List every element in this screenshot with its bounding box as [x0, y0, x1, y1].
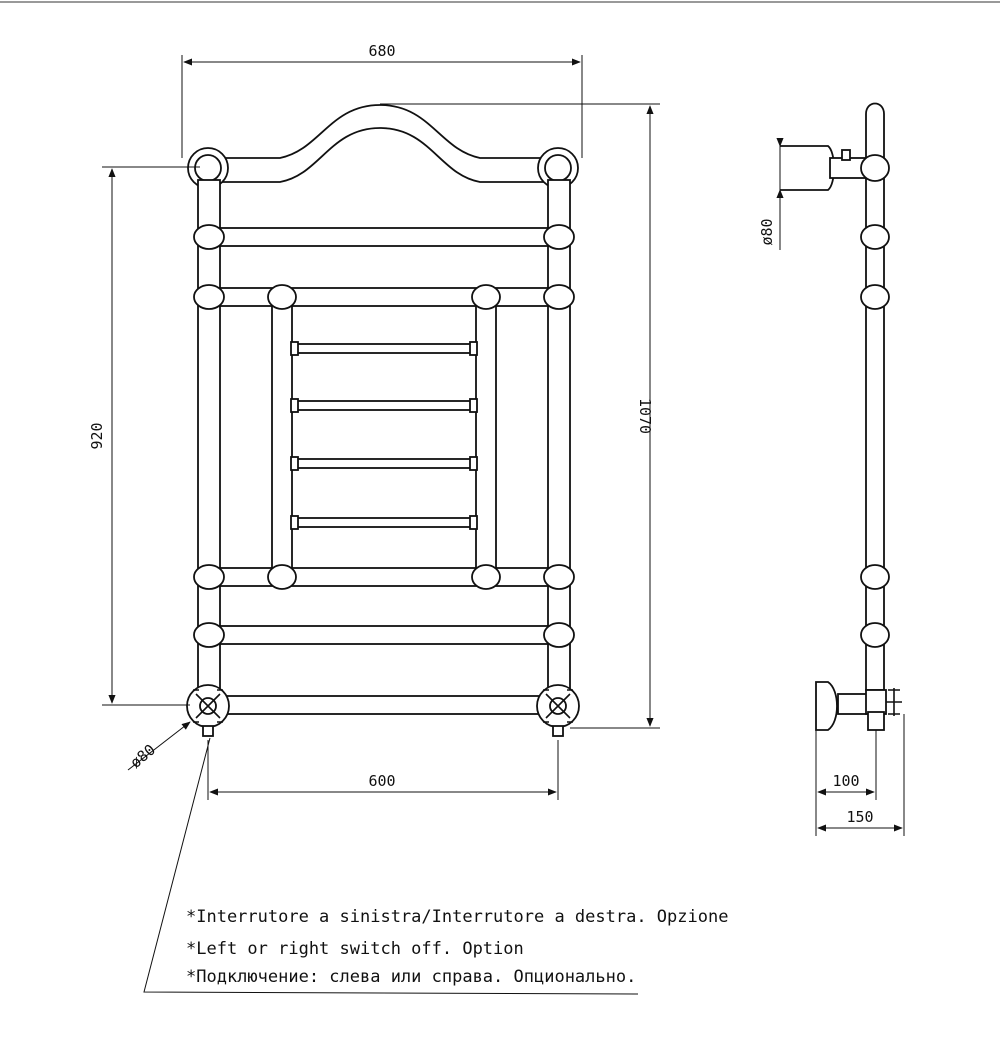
outer-joint-knobs	[193, 224, 575, 648]
inner-left-post	[271, 291, 293, 583]
dim-920-label: 920	[88, 422, 106, 449]
inner-right-post	[475, 291, 497, 583]
note-english: *Left or right switch off. Option	[186, 939, 524, 959]
note-leader-line	[143, 737, 639, 995]
notes: *Interrutore a sinistra/Interrutore a de…	[186, 907, 728, 987]
side-knobs	[860, 224, 890, 648]
side-bottom-valve	[815, 681, 902, 731]
right-outer-post	[547, 179, 571, 701]
side-main-tube	[865, 102, 885, 691]
dim-side-diameter-label: ø80	[758, 218, 776, 245]
dimension-600: 600	[207, 740, 559, 800]
dimension-100: 100	[815, 730, 877, 836]
note-italian: *Interrutore a sinistra/Interrutore a de…	[186, 907, 728, 927]
dim-100-label: 100	[832, 772, 859, 790]
outer-bar-1	[217, 227, 551, 247]
dimension-150: 150	[817, 714, 905, 836]
dimension-1070: 1070	[380, 103, 660, 729]
arched-top-rail	[207, 104, 561, 183]
dimension-920: 920	[88, 166, 200, 706]
inner-joint-knobs	[267, 284, 501, 590]
dim-600-label: 600	[368, 772, 395, 790]
bottom-bar	[217, 695, 551, 715]
front-view: 680 1070 920 600 ø80	[88, 42, 660, 995]
side-view: ø80 100 150	[758, 102, 905, 836]
side-top-bracket	[780, 145, 890, 191]
outer-bar-4	[217, 625, 551, 645]
dim-150-label: 150	[846, 808, 873, 826]
note-russian: *Подключение: слева или справа. Опционал…	[186, 967, 636, 987]
top-left-corner-cap	[187, 147, 229, 189]
dimension-680: 680	[181, 42, 583, 158]
dimension-front-diameter: ø80	[127, 721, 191, 772]
left-outer-post	[197, 179, 221, 701]
dimension-side-diameter: ø80	[758, 137, 784, 250]
dim-1070-label: 1070	[636, 398, 654, 434]
bottom-left-valve	[186, 684, 230, 737]
dim-680-label: 680	[368, 42, 395, 60]
inner-bars	[290, 341, 478, 530]
bottom-right-valve	[536, 684, 580, 737]
